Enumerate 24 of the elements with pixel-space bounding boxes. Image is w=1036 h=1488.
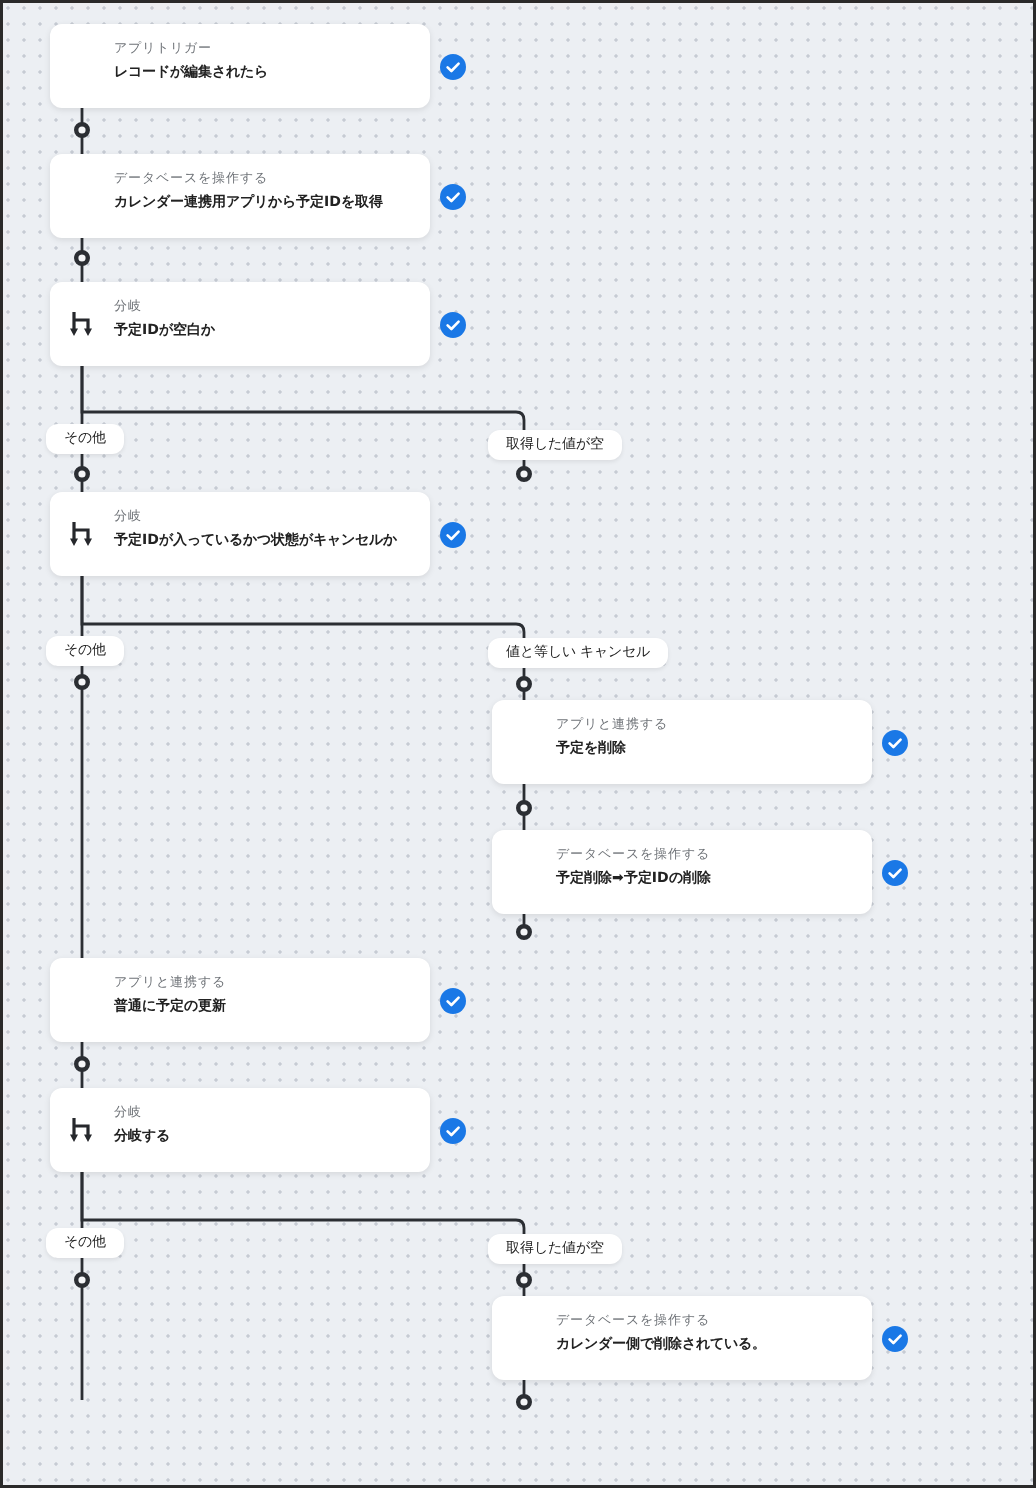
connector-line xyxy=(522,784,526,830)
connector-line xyxy=(516,460,532,482)
connector-line xyxy=(80,1172,526,1234)
connector-line xyxy=(80,576,526,638)
step-card xyxy=(50,154,430,238)
connector-line xyxy=(80,454,84,492)
step-card xyxy=(492,1296,872,1380)
step-card xyxy=(492,700,872,784)
step-card xyxy=(492,830,872,914)
step-card xyxy=(50,282,430,366)
connector-line xyxy=(522,1264,526,1296)
step-card xyxy=(50,492,430,576)
connector-line xyxy=(522,668,526,700)
connector-line xyxy=(80,108,84,154)
connector-line xyxy=(80,666,84,958)
connector-line xyxy=(80,1042,84,1088)
connector-line xyxy=(80,366,526,430)
connector-line xyxy=(80,238,84,282)
step-card xyxy=(50,24,430,108)
step-card xyxy=(50,958,430,1042)
connector-line xyxy=(516,914,532,940)
step-card xyxy=(50,1088,430,1172)
connector-line xyxy=(516,1380,532,1410)
connector-line xyxy=(80,1258,84,1400)
